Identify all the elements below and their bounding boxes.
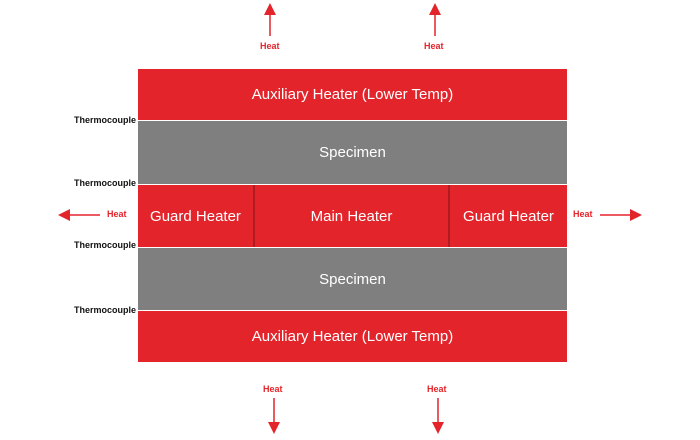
specimen-bottom: Specimen	[138, 248, 567, 310]
guard-heater-right: Guard Heater	[450, 185, 567, 247]
guard-heater-left: Guard Heater	[138, 185, 255, 247]
auxiliary-heater-bottom: Auxiliary Heater (Lower Temp)	[138, 311, 567, 362]
heater-row: Guard Heater Main Heater Guard Heater	[138, 185, 567, 247]
main-heater: Main Heater	[255, 185, 450, 247]
thermocouple-label-1: Thermocouple	[73, 115, 136, 125]
auxiliary-heater-top: Auxiliary Heater (Lower Temp)	[138, 69, 567, 120]
heat-label-top-left: Heat	[260, 41, 280, 51]
thermocouple-label-3: Thermocouple	[73, 240, 136, 250]
heat-label-left: Heat	[107, 209, 127, 219]
thermocouple-label-2: Thermocouple	[73, 178, 136, 188]
heat-label-right: Heat	[573, 209, 593, 219]
specimen-top: Specimen	[138, 121, 567, 184]
heat-label-bottom-right: Heat	[427, 384, 447, 394]
thermocouple-label-4: Thermocouple	[73, 305, 136, 315]
heat-label-bottom-left: Heat	[263, 384, 283, 394]
heat-label-top-right: Heat	[424, 41, 444, 51]
